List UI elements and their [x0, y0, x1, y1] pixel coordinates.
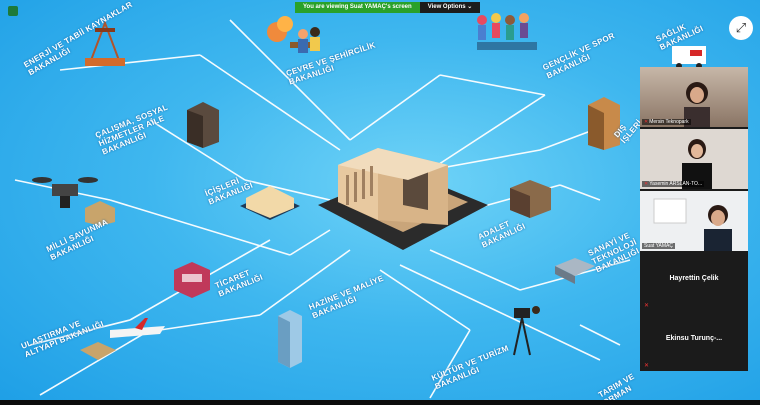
mic-muted-icon: ✕	[644, 363, 650, 369]
participant-tile[interactable]: ✕Mersin Teknopark	[640, 67, 748, 127]
participant-name-label: ✕Yasemin ARSLAN-TO...	[642, 181, 705, 187]
participant-tile[interactable]: Ekinsu Turunç-... ✕	[640, 313, 748, 373]
youth-sports-illustration	[477, 13, 537, 50]
participant-name-label: Suat YAMAÇ	[642, 243, 675, 249]
drone-illustration	[32, 177, 98, 208]
defense-box-illustration	[85, 201, 115, 226]
participant-tile[interactable]: Hayrettin Çelik ✕	[640, 253, 748, 313]
participant-video-avatar	[684, 82, 710, 127]
environment-people-illustration	[267, 16, 320, 53]
participant-name-label: Ekinsu Turunç-...	[665, 335, 723, 342]
screen-share-bar: You are viewing Suat YAMAÇ's screen View…	[295, 2, 481, 13]
participant-name-label: ✕Mersin Teknopark	[642, 119, 691, 125]
foreign-affairs-building-illustration	[588, 97, 620, 150]
camera-illustration	[513, 306, 540, 356]
justice-building-illustration	[510, 180, 551, 218]
participant-tile[interactable]: Suat YAMAÇ	[640, 191, 748, 251]
bottom-edge	[0, 400, 760, 405]
mic-muted-icon: ✕	[644, 303, 650, 309]
security-shield-icon[interactable]	[8, 6, 18, 16]
participant-video-avatar	[653, 198, 732, 251]
labor-building-illustration	[187, 102, 219, 148]
central-building-illustration	[318, 148, 488, 250]
industry-illustration	[555, 258, 595, 284]
share-status-text: You are viewing Suat YAMAÇ's screen	[295, 2, 420, 13]
mic-muted-icon: ✕	[644, 181, 649, 187]
interior-building-illustration	[240, 186, 300, 220]
participant-name-label: Hayrettin Çelik	[669, 275, 719, 282]
treasury-tower-illustration	[278, 310, 302, 368]
transport-illustration	[80, 318, 165, 360]
participant-tile[interactable]: ✕Yasemin ARSLAN-TO...	[640, 129, 748, 189]
participants-panel: ✕Mersin Teknopark ✕Yasemin ARSLAN-TO... …	[640, 67, 748, 371]
mic-muted-icon: ✕	[644, 119, 649, 125]
trade-illustration	[174, 262, 210, 298]
participant-video-avatar	[682, 139, 712, 189]
view-options-button[interactable]: View Options ⌄	[419, 2, 481, 13]
energy-rig-illustration	[85, 20, 125, 66]
fullscreen-icon[interactable]: ⤢	[729, 16, 753, 40]
